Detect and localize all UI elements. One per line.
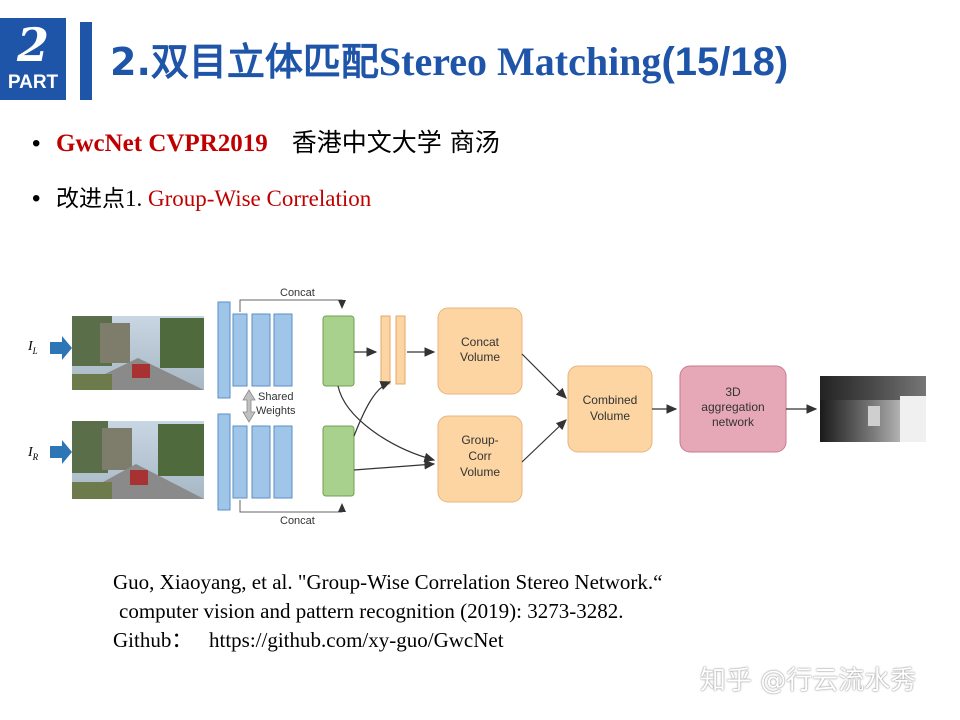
concat-conv-layer (380, 315, 391, 385)
output-disparity-map (820, 376, 926, 442)
title-accent-bar (80, 22, 92, 100)
improvement-item: Group-Wise Correlation (148, 186, 372, 211)
feature-layer (232, 425, 248, 499)
part-label: PART (7, 72, 59, 93)
improvement-prefix: 改进点 (56, 186, 125, 212)
feature-layer (273, 425, 293, 499)
concat-conv-layer (395, 315, 406, 385)
bullet-dot: • (32, 130, 41, 157)
arrow-right-feature-to-group-corr (353, 459, 436, 471)
title-chinese: 2.双目立体匹配 (110, 40, 379, 84)
feature-layer (251, 313, 271, 387)
arrow-right-feature-to-conv (353, 381, 392, 437)
github-label: Github： (113, 628, 193, 652)
concat-bottom-label: Concat (280, 515, 315, 527)
group-corr-volume-box (437, 415, 523, 503)
feature-layer (217, 301, 231, 399)
github-link[interactable]: https://github.com/xy-guo/GwcNet (209, 628, 504, 652)
bullet-dot: • (32, 185, 41, 212)
feature-layer (232, 313, 248, 387)
improvement-number: 1. (125, 186, 148, 211)
reference-line-1: Guo, Xiaoyang, et al. "Group-Wise Correl… (113, 570, 663, 594)
paper-name: GwcNet CVPR2019 (56, 130, 268, 157)
title-english: Stereo Matching (378, 39, 662, 84)
feature-layer (251, 425, 271, 499)
input-right-arrow (50, 440, 72, 464)
input-right-label: IR (27, 445, 39, 462)
bullet-improvement: • 改进点1. Group-Wise Correlation (32, 183, 371, 214)
arrow-concat-to-combined (521, 353, 567, 399)
concat-volume-box (437, 307, 523, 395)
right-input-image (72, 421, 204, 499)
input-left-arrow (50, 336, 72, 360)
input-left-label: IL (27, 339, 38, 356)
left-input-image (72, 316, 204, 390)
concat-top-label: Concat (280, 287, 315, 299)
reference-block: Guo, Xiaoyang, et al. "Group-Wise Correl… (113, 568, 663, 655)
concat-top-bracket (239, 299, 346, 312)
arrow-left-feature-to-group-corr (337, 385, 436, 463)
part-badge: 2 PART (0, 18, 66, 100)
right-feature-map (322, 425, 355, 497)
concat-bottom-bracket (239, 500, 346, 513)
institutions: 香港中文大学 商汤 (291, 128, 500, 157)
slide-title: 2.双目立体匹配Stereo Matching(15/18) (110, 30, 788, 94)
arrow-group-corr-to-combined (521, 419, 567, 463)
reference-line-2: computer vision and pattern recognition … (119, 599, 624, 623)
feature-layer (217, 413, 231, 511)
feature-layer (273, 313, 293, 387)
title-page-count: (15/18) (661, 40, 789, 84)
zhihu-watermark: 知乎 @行云流水秀 (700, 666, 917, 696)
bullet-paper: • GwcNet CVPR2019 香港中文大学 商汤 (32, 128, 500, 159)
part-number: 2 (16, 18, 49, 72)
github-line: Github： https://github.com/xy-guo/GwcNet (113, 626, 663, 655)
shared-weights-arrow (242, 389, 256, 423)
left-feature-map (322, 315, 355, 387)
